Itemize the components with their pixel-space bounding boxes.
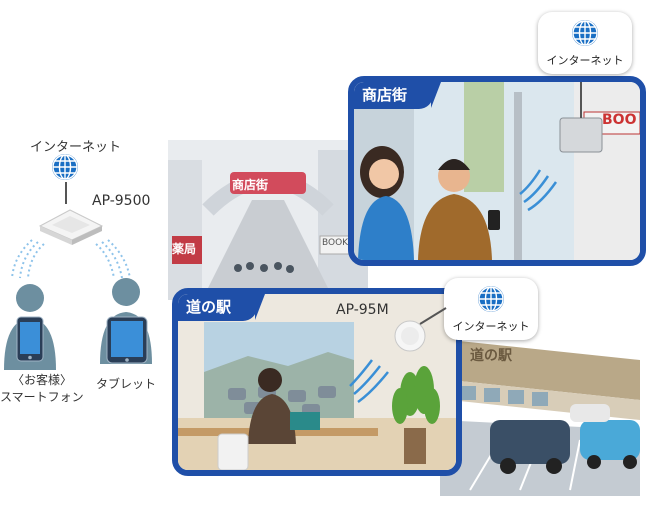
panel-roadside-station: 道の駅 AP-95M (172, 288, 462, 476)
left-internet-label: インターネット (30, 140, 122, 155)
globe-icon (52, 154, 78, 180)
shopping-internet-label: インターネット (546, 54, 624, 67)
wall-sign: BOO (602, 112, 637, 128)
access-point-icon (394, 320, 426, 352)
shop-sign-left: 薬局 (172, 242, 197, 256)
station-link-line (419, 307, 447, 325)
station-internet-badge: インターネット (444, 278, 538, 340)
shopping-internet-badge: インターネット (538, 12, 632, 74)
station-building-sign: 道の駅 (470, 348, 512, 364)
station-internet-label: インターネット (452, 320, 530, 333)
device2-label: タブレット (96, 377, 157, 391)
panel-shopping-tag: 商店街 (354, 82, 442, 109)
device1-label-line2: スマートフォン (0, 390, 84, 404)
router-icon (38, 209, 104, 245)
smartphone-icon (16, 316, 44, 362)
roadside-station-illustration (440, 300, 640, 496)
shop-sign-right: BOOK (322, 238, 349, 248)
router-model-label: AP-9500 (92, 193, 151, 209)
panel-shopping-street: 商店街 BOO (348, 76, 646, 266)
shopping-panel-scene (354, 82, 640, 260)
wifi-waves-icon (11, 239, 131, 279)
panel-station-tag: 道の駅 (178, 294, 266, 321)
device1-label-line1: 〈お客様〉 (12, 373, 73, 387)
globe-icon (478, 286, 504, 312)
shopping-street-illustration (168, 140, 368, 300)
internet-link-line (65, 182, 67, 204)
globe-icon (572, 20, 598, 46)
tablet-icon (106, 316, 148, 364)
station-device-label: AP-95M (336, 302, 389, 318)
arch-sign: 商店街 (232, 178, 269, 192)
